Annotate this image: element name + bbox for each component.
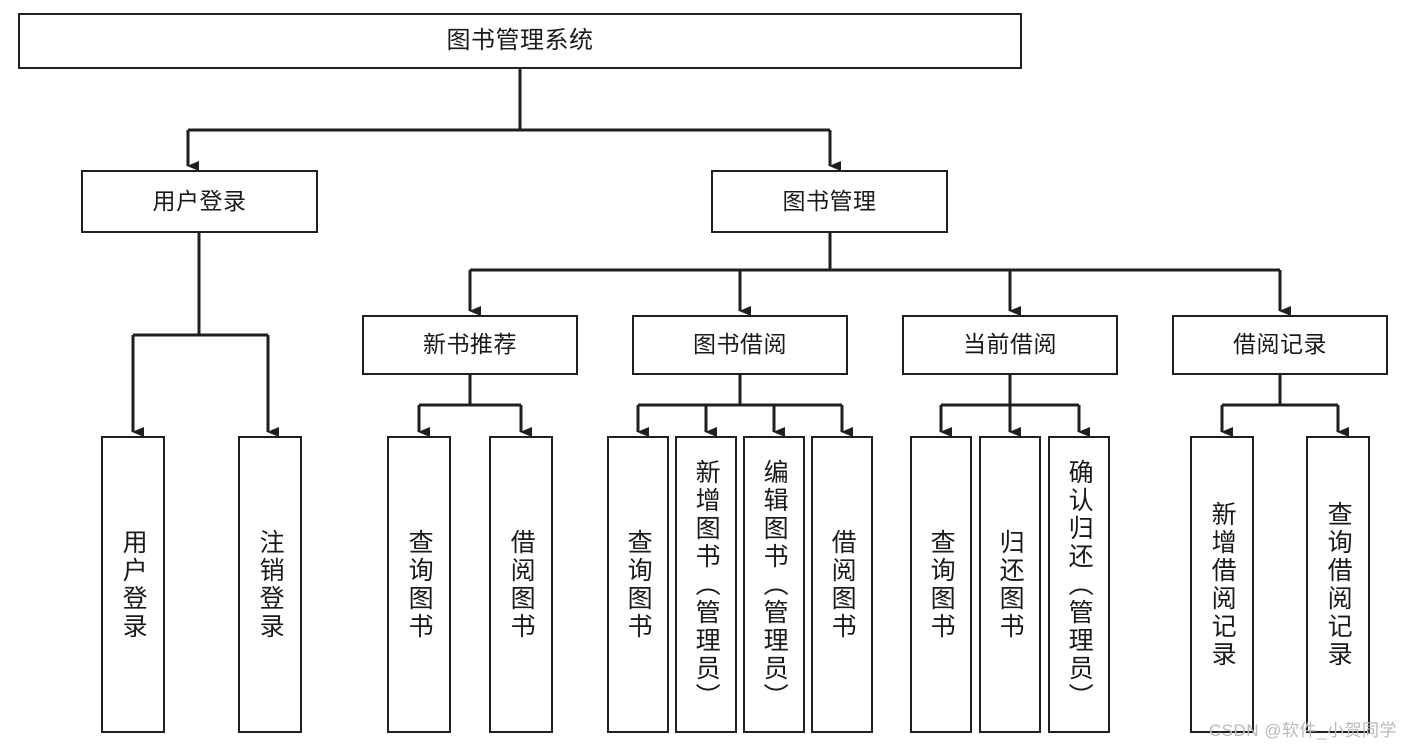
node-book-manage[interactable]: 图书管理	[711, 170, 948, 233]
leaf-add-book[interactable]: 新增图书（管理员）	[675, 436, 737, 733]
node-label: 归还图书	[996, 528, 1025, 641]
node-label: 查询图书	[405, 528, 434, 641]
leaf-confirm-return[interactable]: 确认归还（管理员）	[1048, 436, 1110, 733]
node-label: 新增图书（管理员）	[692, 458, 721, 711]
leaf-query-borrow-record[interactable]: 查询借阅记录	[1306, 436, 1370, 733]
leaf-user-logout[interactable]: 注销登录	[238, 436, 302, 733]
node-label: 查询图书	[624, 528, 653, 641]
node-new-book-recommend[interactable]: 新书推荐	[362, 315, 578, 375]
leaf-query-book-borrow[interactable]: 查询图书	[607, 436, 669, 733]
node-borrow-record[interactable]: 借阅记录	[1172, 315, 1388, 375]
node-label: 查询借阅记录	[1324, 500, 1353, 669]
leaf-query-book-recommend[interactable]: 查询图书	[387, 436, 451, 733]
node-label: 新增借阅记录	[1208, 500, 1237, 669]
node-label: 图书管理系统	[446, 26, 594, 54]
node-label: 借阅图书	[828, 528, 857, 641]
node-user-login[interactable]: 用户登录	[81, 170, 318, 233]
node-label: 编辑图书（管理员）	[760, 458, 789, 711]
leaf-return-book[interactable]: 归还图书	[979, 436, 1041, 733]
node-label: 当前借阅	[963, 331, 1057, 358]
leaf-edit-book[interactable]: 编辑图书（管理员）	[743, 436, 805, 733]
node-label: 用户登录	[119, 528, 148, 641]
node-label: 确认归还（管理员）	[1065, 458, 1094, 711]
node-current-borrow[interactable]: 当前借阅	[902, 315, 1118, 375]
csdn-watermark: CSDN @软件_小贺同学	[1208, 721, 1397, 740]
leaf-query-book-current[interactable]: 查询图书	[910, 436, 972, 733]
node-label: 借阅图书	[507, 528, 536, 641]
leaf-borrow-book[interactable]: 借阅图书	[811, 436, 873, 733]
node-label: 注销登录	[256, 528, 285, 641]
node-book-borrow[interactable]: 图书借阅	[632, 315, 848, 375]
node-label: 图书管理	[782, 187, 877, 214]
node-label: 图书借阅	[693, 331, 787, 358]
leaf-add-borrow-record[interactable]: 新增借阅记录	[1190, 436, 1254, 733]
leaf-user-login[interactable]: 用户登录	[101, 436, 165, 733]
node-label: 借阅记录	[1233, 331, 1327, 358]
node-label: 新书推荐	[423, 331, 517, 358]
leaf-borrow-book-recommend[interactable]: 借阅图书	[489, 436, 553, 733]
node-label: 查询图书	[927, 528, 956, 641]
node-root-system[interactable]: 图书管理系统	[18, 13, 1022, 69]
node-label: 用户登录	[152, 187, 247, 214]
